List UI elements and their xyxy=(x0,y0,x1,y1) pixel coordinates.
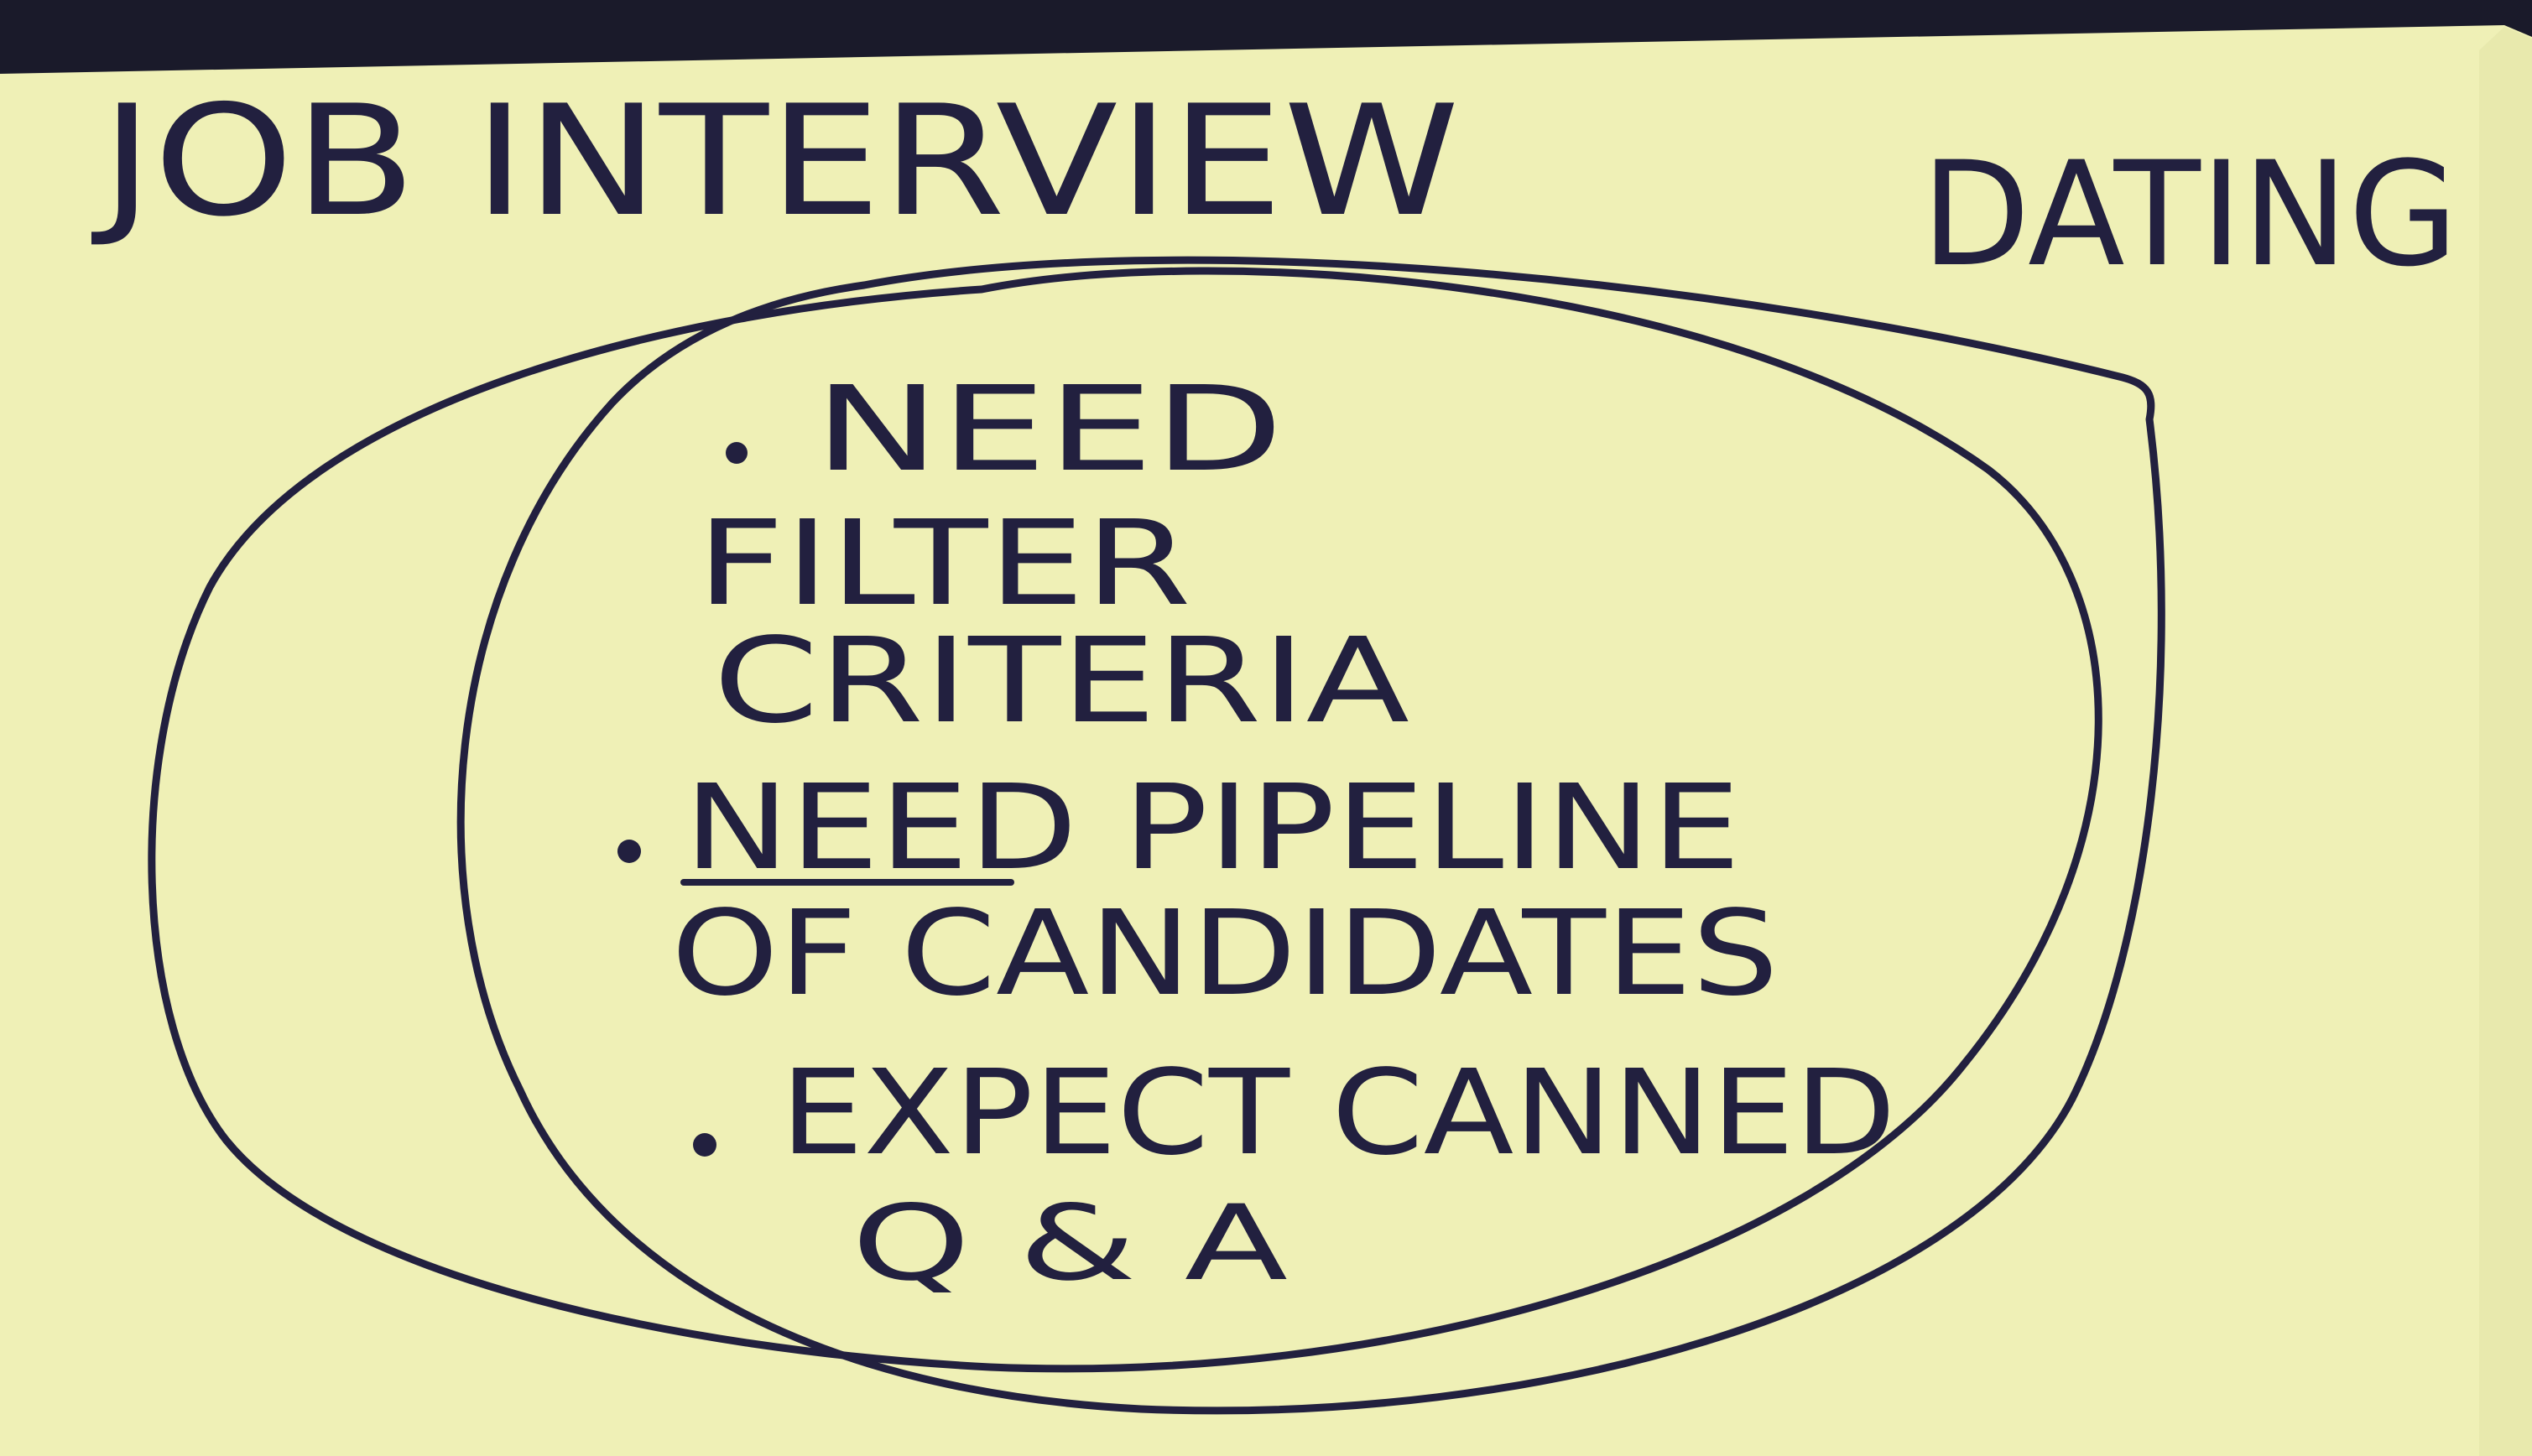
item-3-line-2: Q & A xyxy=(852,1183,1288,1304)
overlap-list: NEED FILTER CRITERIA NEED PIPELINE OF CA… xyxy=(617,361,1896,1304)
item-1-line-1: NEED xyxy=(814,361,1284,498)
item-2-line-1: NEED PIPELINE xyxy=(684,760,1741,897)
sticky-note-edge xyxy=(2479,27,2532,1456)
item-2-line-2: OF CANDIDATES xyxy=(671,886,1779,1022)
bullet-1 xyxy=(726,442,748,464)
dating-set-outline xyxy=(456,256,2165,1415)
item-1-line-2: FILTER xyxy=(696,496,1191,632)
item-3-line-1: EXPECT CANNED xyxy=(780,1045,1896,1182)
item-1-line-3: CRITERIA xyxy=(713,613,1409,750)
dating-label: DATING xyxy=(1921,130,2458,299)
job-interview-set-outline xyxy=(148,267,2102,1373)
bullet-3 xyxy=(693,1133,716,1157)
bullet-2 xyxy=(617,840,641,863)
job-interview-label: JOB INTERVIEW xyxy=(91,72,1460,250)
